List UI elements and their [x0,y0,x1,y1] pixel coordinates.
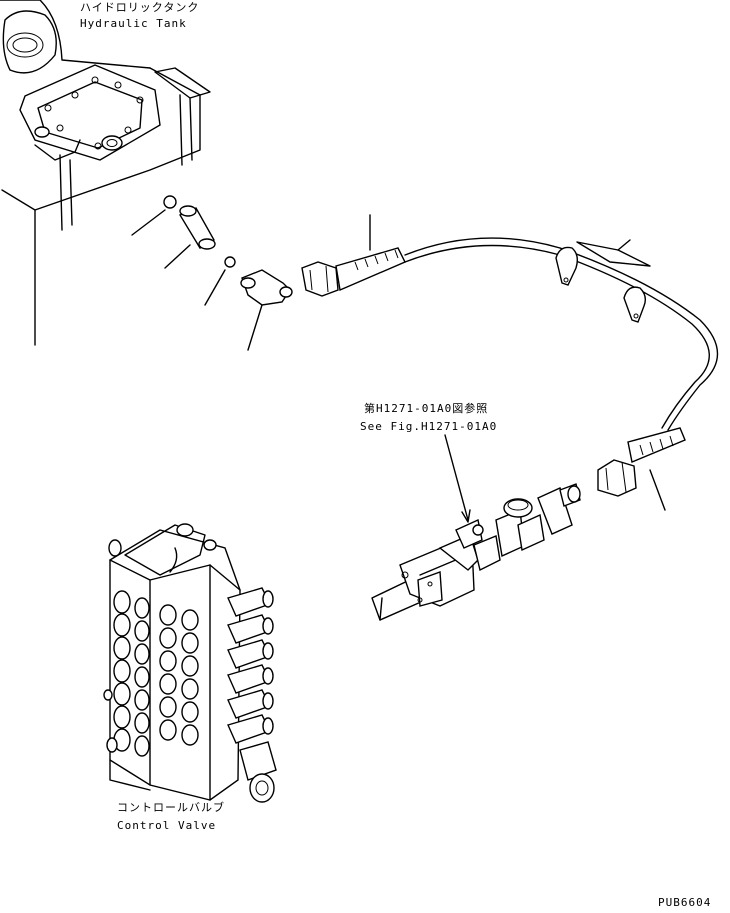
o-ring-lower [224,256,236,268]
hose-assembly [301,214,719,511]
o-ring-upper [163,195,177,209]
hose-nut-left [301,261,339,297]
hose-nut-right [597,459,637,497]
control-valve-label-jp: コントロールバルブ [117,801,225,814]
hose-sleeve-left [335,247,406,291]
see-fig-label-en: See Fig.H1271-01A0 [360,420,498,433]
drawing-code: PUB6604 [658,896,712,909]
control-valve [103,523,277,803]
tank-fittings [131,195,293,351]
pilot-valve-block [371,434,581,621]
control-valve-label-en: Control Valve [117,819,217,832]
hose-sleeve-right [627,427,686,463]
see-fig-label-jp: 第H1271-01A0図参照 [364,402,489,415]
hydraulic-tank-label-en: Hydraulic Tank [80,17,187,30]
hose-clamps [555,239,651,323]
hydraulic-tank [0,0,211,346]
hydraulic-tank-label-jp: ハイドロリックタンク [80,1,200,14]
